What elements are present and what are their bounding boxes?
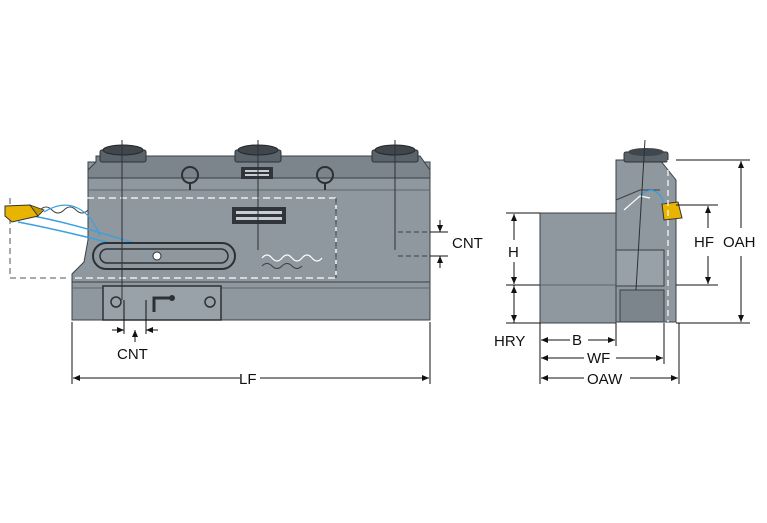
label-plate-middle: [232, 207, 286, 224]
front-base-plate: [102, 285, 222, 321]
arrow-head-icon: [110, 296, 216, 308]
clamp-screw-left: [99, 144, 147, 163]
label-plate-top: [241, 167, 273, 179]
cutting-insert: [4, 204, 45, 223]
side-shank: [539, 212, 617, 324]
lf-label: LF: [239, 371, 257, 388]
b-label: B: [572, 332, 582, 349]
front-slot: [92, 242, 236, 270]
side-view: H HRY HF OAH B WF OAW: [494, 139, 756, 388]
oah-label: OAH: [723, 234, 756, 251]
wf-label: WF: [587, 350, 610, 367]
hry-label: HRY: [494, 333, 525, 350]
coolant-connector-icon: [152, 296, 170, 312]
side-insert: [661, 201, 683, 221]
hf-label: HF: [694, 234, 714, 251]
cnt-bottom-label: CNT: [117, 346, 148, 363]
oaw-label: OAW: [587, 371, 623, 388]
h-label: H: [508, 244, 519, 261]
cnt-right-label: CNT: [452, 235, 483, 252]
front-view: CNT CNT LF: [4, 140, 483, 388]
